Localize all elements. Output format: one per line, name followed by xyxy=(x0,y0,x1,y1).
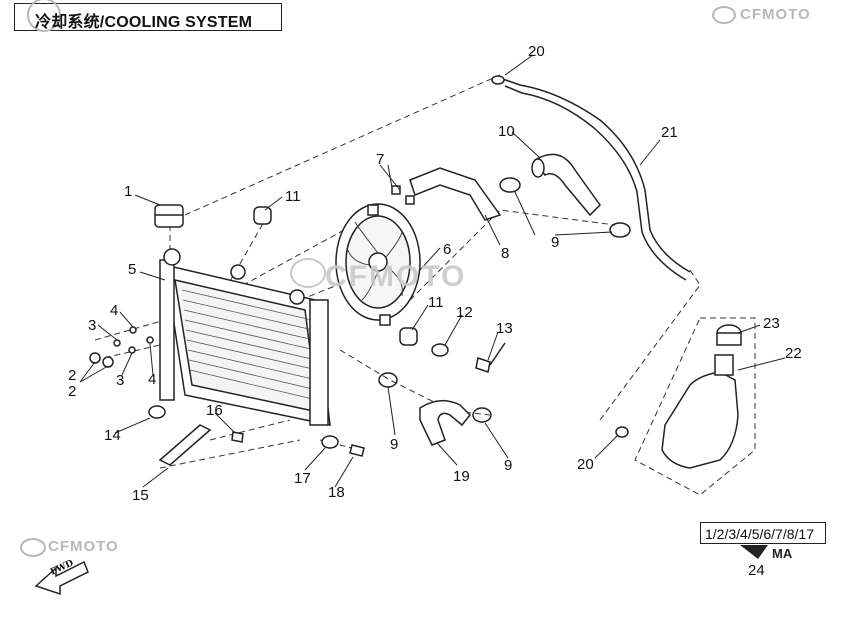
callout-22: 22 xyxy=(785,345,802,362)
callout-12: 12 xyxy=(456,304,473,321)
callout-4: 4 xyxy=(148,371,157,388)
callout-14: 14 xyxy=(104,427,121,444)
callout-13: 13 xyxy=(496,320,513,337)
callout-19: 19 xyxy=(453,468,470,485)
callout-20: 20 xyxy=(528,43,545,60)
reservoir-tank xyxy=(615,324,742,469)
radiator xyxy=(159,248,331,426)
callout-8: 8 xyxy=(501,245,510,262)
fan-bracket xyxy=(391,167,502,221)
callout-16: 16 xyxy=(206,402,223,419)
callout-9: 9 xyxy=(551,234,560,251)
callout-9: 9 xyxy=(504,457,513,474)
cfmoto-logo-icon xyxy=(712,6,736,24)
brand-logo-bottom: CFMOTO xyxy=(48,538,119,555)
callout-17: 17 xyxy=(294,470,311,487)
cfmoto-logo-icon xyxy=(20,538,46,557)
fan-assembly xyxy=(335,203,421,326)
callout-3: 3 xyxy=(116,372,125,389)
callout-5: 5 xyxy=(128,261,137,278)
callout-18: 18 xyxy=(328,484,345,501)
callout-1: 1 xyxy=(124,183,133,200)
leader-lines xyxy=(79,54,786,488)
title-box: 冷却系统/COOLING SYSTEM xyxy=(14,0,282,32)
brand-watermark-center: CFMOTO xyxy=(325,260,467,293)
callout-20: 20 xyxy=(577,456,594,473)
hose-clamps xyxy=(148,177,631,423)
callout-6: 6 xyxy=(443,241,452,258)
callout-10: 10 xyxy=(498,123,515,140)
callout-11: 11 xyxy=(428,294,444,311)
diagram-title: 冷却系统/COOLING SYSTEM xyxy=(35,14,253,31)
callout-23: 23 xyxy=(763,315,780,332)
brand-logo-top: CFMOTO xyxy=(740,6,811,23)
side-bracket xyxy=(158,424,244,466)
kit-label-box: 1/2/3/4/5/6/7/8/17 xyxy=(700,522,826,544)
grommets xyxy=(253,206,418,346)
washer-and-bolt xyxy=(431,342,506,373)
left-fasteners xyxy=(89,326,154,368)
bottom-fasteners xyxy=(321,435,365,457)
callout-2: 2 xyxy=(68,367,77,384)
lower-hose xyxy=(419,399,472,446)
callout-7: 7 xyxy=(376,151,385,168)
forward-arrow-icon xyxy=(34,560,89,596)
radiator-cap xyxy=(154,204,184,228)
callout-2: 2 xyxy=(68,383,77,400)
callout-15: 15 xyxy=(132,487,149,504)
callout-4: 4 xyxy=(110,302,119,319)
cfmoto-logo-icon xyxy=(27,0,61,32)
callout-9: 9 xyxy=(390,436,399,453)
callout-3: 3 xyxy=(88,317,97,334)
upper-hose xyxy=(531,153,601,217)
cfmoto-watermark-icon xyxy=(290,258,326,288)
kit-label: 1/2/3/4/5/6/7/8/17 xyxy=(705,526,814,542)
overflow-hose xyxy=(491,75,691,281)
kit-icon: MA xyxy=(740,545,793,561)
callout-11: 11 xyxy=(285,188,301,205)
callout-24: 24 xyxy=(748,562,765,579)
svg-text:MA: MA xyxy=(772,546,793,561)
callout-21: 21 xyxy=(661,124,678,141)
